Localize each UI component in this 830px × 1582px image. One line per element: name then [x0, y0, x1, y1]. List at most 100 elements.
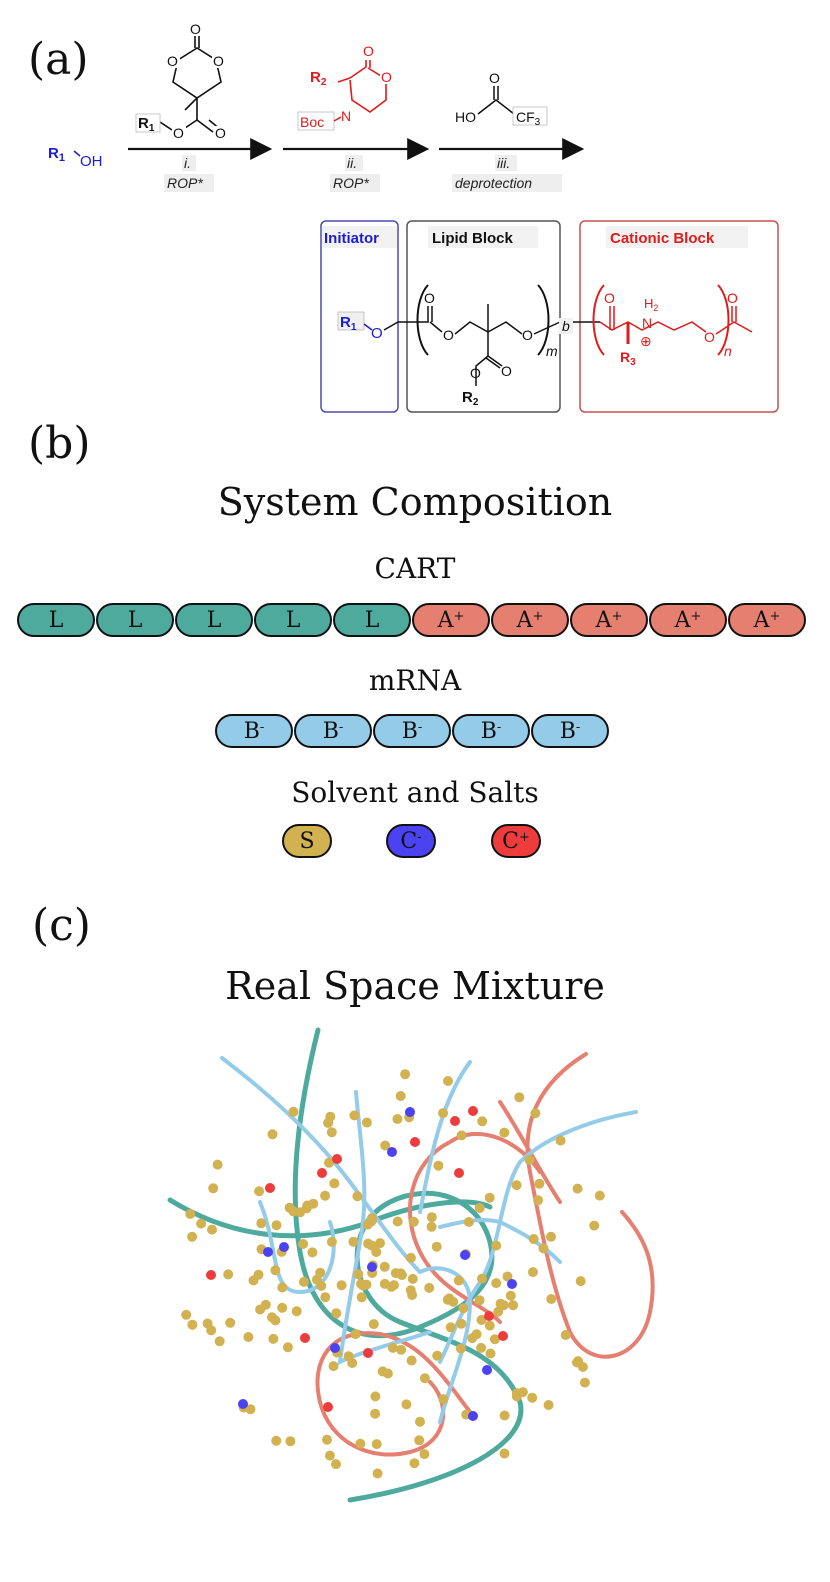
product-o-side2: O: [470, 365, 481, 381]
solvent-particle: [426, 1212, 437, 1223]
solvent-particle: [453, 1275, 464, 1286]
product-o-side1: O: [501, 363, 512, 379]
cation-particle: [265, 1183, 275, 1193]
solvent-particle: [181, 1309, 192, 1320]
cart-lipid-bead: L: [96, 603, 174, 637]
solvent-particle: [370, 1408, 381, 1419]
solvent-particle: [443, 1076, 453, 1086]
solvent-particle: [476, 1342, 487, 1353]
solvent-particle: [208, 1183, 219, 1194]
solvent-particle: [474, 1203, 485, 1213]
solvent-particle: [444, 1293, 455, 1304]
product-structure: R1 O O O O O R2 O m b O R3 H2 N: [337, 284, 753, 408]
product-r2-sub: 2: [473, 397, 479, 408]
solvent-particle: [401, 1399, 412, 1410]
solvent-particle: [372, 1468, 383, 1479]
solvent-particle: [311, 1274, 322, 1285]
cation-particle: [454, 1168, 464, 1178]
solvent-particle: [225, 1317, 236, 1328]
mrna-bead: B-: [215, 714, 293, 748]
cation-particle: [323, 1402, 333, 1412]
reagent2-o-carbonyl: O: [363, 43, 374, 59]
solvent-particle: [308, 1198, 319, 1209]
solvent-particle: [379, 1278, 390, 1289]
product-charge: ⊕: [640, 333, 652, 349]
solvent-particle: [489, 1334, 500, 1345]
solvent-particle: [534, 1178, 545, 1189]
cation-particle: [498, 1331, 508, 1341]
product-o-carbonyl: O: [424, 290, 435, 306]
morpholinone-monomer: [337, 60, 387, 113]
reagent1-r: R: [138, 115, 149, 132]
step2-label: ROP*: [333, 175, 369, 191]
solvent-particle: [322, 1434, 332, 1445]
carbonate-monomer: [159, 34, 222, 133]
product-h: H: [644, 296, 653, 311]
solvent-particle: [298, 1276, 309, 1287]
anion-particle: [468, 1411, 478, 1421]
tfa-reagent: O HO CF3: [455, 70, 548, 128]
morpholinone-labels: O O R2 N Boc: [297, 42, 394, 131]
solvent-particle: [349, 1110, 360, 1121]
mrna-strand-3: [337, 1090, 432, 1366]
panel-label-a: (a): [28, 34, 89, 85]
solvent-particle: [363, 1238, 374, 1249]
solvent-particle: [350, 1329, 361, 1340]
reagent1-ester-o2: O: [215, 125, 226, 141]
lipid-block-box: [406, 220, 561, 413]
product-r3-sub: 3: [630, 357, 636, 368]
solvent-particle: [419, 1449, 430, 1460]
solvent-particle: [546, 1294, 557, 1304]
solvent-particle: [214, 1336, 225, 1347]
solvent-particle: [243, 1332, 254, 1342]
solvent-particle: [324, 1157, 334, 1168]
solvent-particle: [353, 1269, 364, 1280]
solvent-particle: [524, 1155, 535, 1165]
product-n-sub: n: [724, 343, 732, 359]
reagent3-o: O: [489, 70, 500, 86]
solvent-particle: [415, 1416, 425, 1427]
solvent-particle: [245, 1404, 256, 1415]
solvent-particle: [206, 1325, 217, 1336]
reagent3-ho: HO: [455, 109, 476, 125]
svg-text:R1: R1: [340, 314, 357, 333]
solvent-particle: [560, 1330, 571, 1340]
particles: [181, 1069, 605, 1479]
solvent-particle: [326, 1127, 337, 1138]
reagent2-r: R: [310, 69, 321, 86]
solvent-particle: [455, 1343, 466, 1354]
cation-particle: [468, 1106, 478, 1116]
block-titles: Initiator Lipid Block Cationic Block: [322, 226, 748, 248]
cart-cationic-strand-3: [315, 1331, 472, 1457]
solvent-particle: [471, 1329, 482, 1340]
cation-particle: [317, 1168, 327, 1178]
solvent-particle: [579, 1377, 590, 1388]
mrna-bead: B-: [373, 714, 451, 748]
cart-lipid-bead: L: [175, 603, 253, 637]
mrna-chain: B-B-B-B-B-: [0, 714, 830, 750]
solvent-particle: [414, 1435, 425, 1446]
mixture-title: Real Space Mixture: [225, 964, 605, 1008]
cation-particle: [410, 1137, 420, 1147]
solvent-particle: [484, 1192, 495, 1203]
panel-label-c: (c): [32, 900, 91, 951]
product-o-c2: O: [704, 329, 715, 345]
reagent2-n: N: [341, 108, 351, 124]
reagent2-o-ring: O: [381, 69, 392, 85]
initiator-title: Initiator: [324, 230, 379, 247]
solvent-particle: [253, 1269, 264, 1280]
solvent-label: Solvent and Salts: [291, 776, 539, 809]
solvent-particle: [426, 1221, 437, 1232]
solvent-particle: [343, 1351, 354, 1362]
step-labels: i. ROP* ii. ROP* iii. deprotection: [164, 155, 562, 192]
solvent-particle: [456, 1130, 467, 1141]
anion-particle: [279, 1242, 289, 1252]
solvent-particle: [320, 1292, 331, 1303]
svg-text:CF3: CF3: [516, 109, 541, 128]
composition-title: System Composition: [217, 480, 613, 524]
solvent-particle: [589, 1220, 600, 1231]
solvent-particle: [371, 1439, 382, 1450]
solvent-particle: [419, 1373, 430, 1384]
solvent-particle: [433, 1160, 444, 1171]
